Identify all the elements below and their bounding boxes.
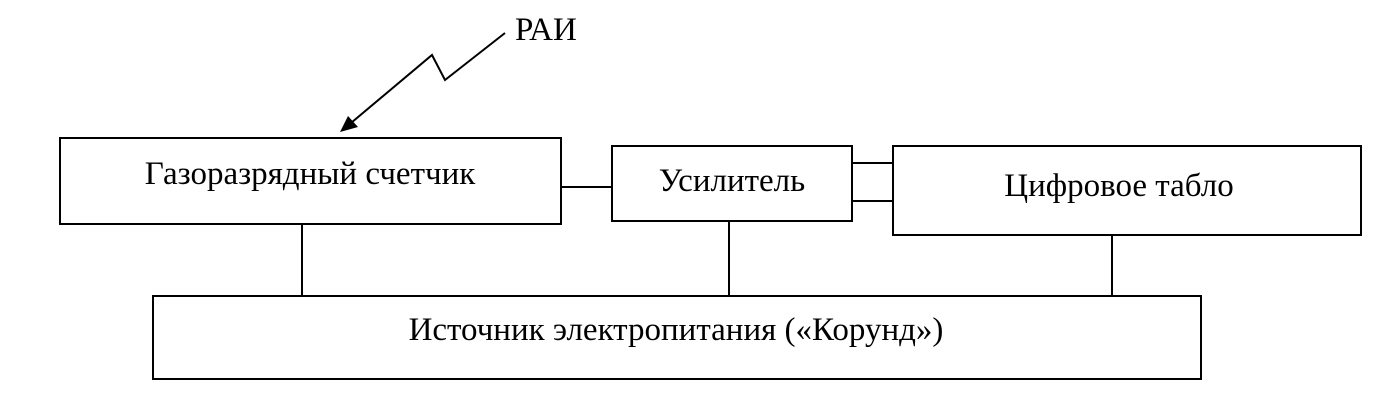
display-block: Цифровое табло (892, 145, 1362, 236)
display-label: Цифровое табло (1004, 168, 1233, 204)
amplifier-label: Усилитель (659, 163, 805, 199)
counter-block: Газоразрядный счетчик (59, 137, 562, 225)
radiation-arrowhead (340, 116, 358, 132)
power-label: Источник электропитания («Корунд») (409, 312, 944, 348)
power-block: Источник электропитания («Корунд») (152, 295, 1202, 380)
source-label: РАИ (515, 12, 577, 48)
radiation-arrow-line (344, 32, 506, 129)
amplifier-block: Усилитель (611, 145, 853, 222)
counter-label: Газоразрядный счетчик (145, 156, 477, 192)
